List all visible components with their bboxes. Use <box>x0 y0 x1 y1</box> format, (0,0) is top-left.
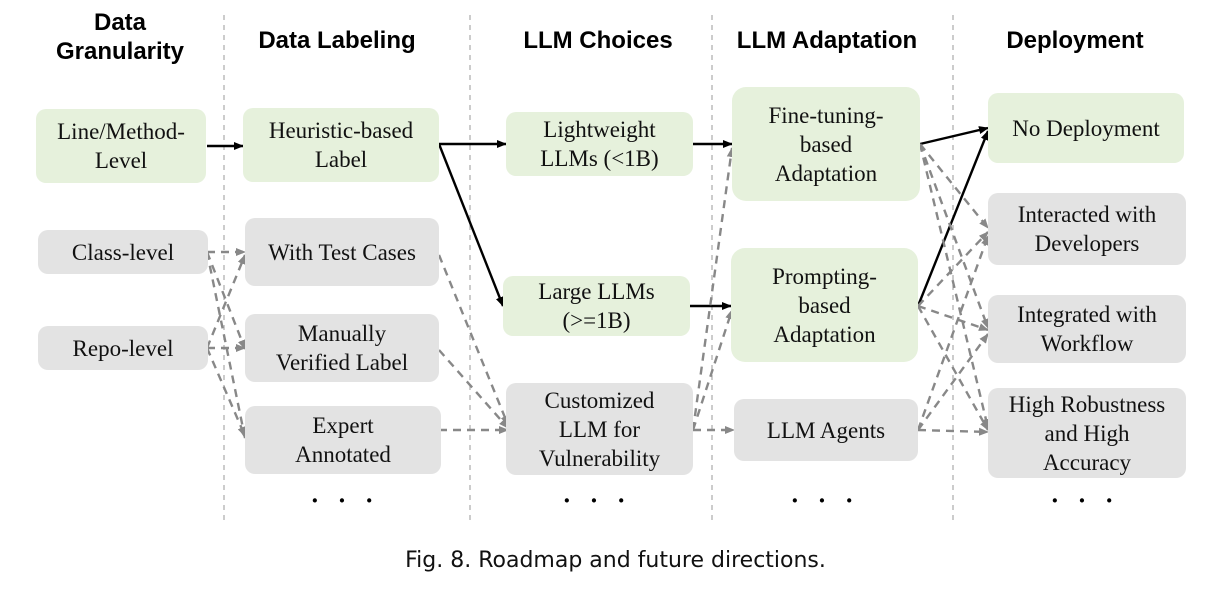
node-repo-level: Repo-level <box>38 326 208 370</box>
dash-class-to-manual <box>205 251 247 350</box>
dash-prompting-to-developers <box>917 231 989 307</box>
node-class-level: Class-level <box>38 230 208 274</box>
node-llm-agents: LLM Agents <box>734 399 918 461</box>
column-title-deployment: Deployment <box>1006 27 1144 54</box>
dash-finetuning-to-robust <box>918 143 990 429</box>
node-large-llms: Large LLMs (>=1B) <box>503 276 690 336</box>
node-manually-verified: Manually Verified Label <box>245 314 439 382</box>
node-finetuning-adaptation: Fine-tuning- based Adaptation <box>732 87 920 201</box>
node-line-method-level: Line/Method- Level <box>36 109 206 183</box>
dash-agents-to-workflow <box>917 333 989 431</box>
node-integrated-workflow: Integrated with Workflow <box>988 295 1186 363</box>
arrow-prompting-to-nodeploy <box>916 130 990 307</box>
dash-prompting-to-robust <box>916 305 990 431</box>
column-title-choices: LLM Choices <box>523 27 673 54</box>
node-no-deployment: No Deployment <box>988 93 1184 163</box>
dash-customized-to-finetuning <box>691 147 735 431</box>
dash-agents-to-developers <box>916 235 990 431</box>
solid-arrows <box>207 126 990 310</box>
dashed-arrows <box>205 143 990 439</box>
column-title-granularity: Data Granularity <box>55 9 185 65</box>
ellipsis-labeling: · · · <box>310 486 380 515</box>
ellipsis-choices: · · · <box>562 486 632 515</box>
dash-agents-to-robust <box>917 427 989 436</box>
dash-repo-to-testcases <box>205 254 247 349</box>
node-lightweight-llms: Lightweight LLMs (<1B) <box>506 112 693 176</box>
column-title-labeling: Data Labeling <box>258 27 416 54</box>
dash-repo-to-expert <box>205 347 247 437</box>
arrow-finetuning-to-nodeploy <box>919 126 989 146</box>
node-heuristic-label: Heuristic-based Label <box>243 108 439 182</box>
node-interacted-developers: Interacted with Developers <box>988 193 1186 265</box>
dash-finetuning-to-developers <box>919 143 989 229</box>
ellipsis-deployment: · · · <box>1050 486 1120 515</box>
node-expert-annotated: Expert Annotated <box>245 406 441 474</box>
column-title-adaptation: LLM Adaptation <box>736 27 918 54</box>
dash-finetuning-to-workflow <box>918 143 990 329</box>
dash-manual-to-customized <box>438 349 509 429</box>
node-customized-llm: Customized LLM for Vulnerability <box>506 383 693 475</box>
node-prompting-adaptation: Prompting- based Adaptation <box>731 248 918 362</box>
column-separators <box>223 15 954 525</box>
dash-prompting-to-workflow <box>917 304 989 332</box>
figure-caption: Fig. 8. Roadmap and future directions. <box>405 548 826 573</box>
ellipsis-adaptation: · · · <box>790 486 860 515</box>
dash-testcases-to-customized <box>437 254 510 426</box>
dash-customized-to-prompting <box>691 309 734 431</box>
node-test-cases: With Test Cases <box>245 218 439 286</box>
arrow-heuristic-to-large <box>437 143 505 307</box>
node-high-robustness: High Robustness and High Accuracy <box>988 388 1186 478</box>
dash-class-to-expert <box>205 251 248 439</box>
